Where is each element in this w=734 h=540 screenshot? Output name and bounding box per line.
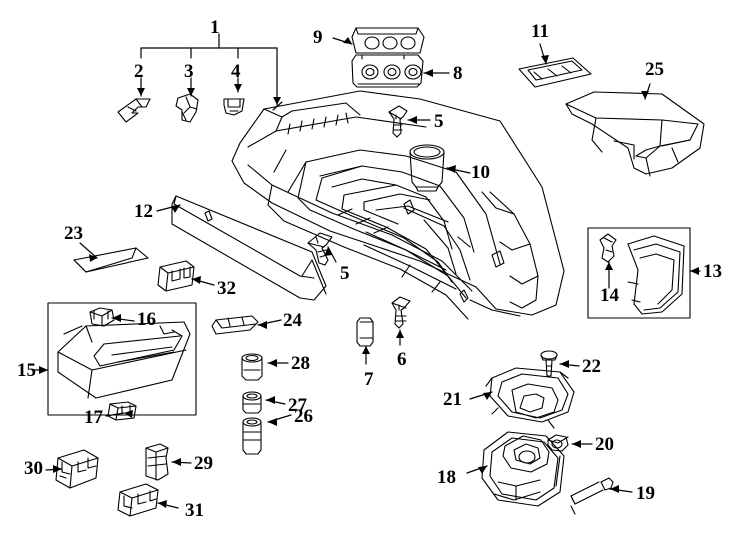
part-19-pin <box>570 477 614 515</box>
part-30-switch-pack <box>55 449 99 489</box>
part-29-connector <box>145 443 169 481</box>
part-32-switch <box>157 260 195 292</box>
callout-20: 20 <box>595 434 614 455</box>
callout-18: 18 <box>437 467 456 488</box>
callout-8: 8 <box>453 63 463 84</box>
part-4-clip <box>223 98 245 116</box>
callout-9: 9 <box>313 27 323 48</box>
callout-4: 4 <box>231 61 241 82</box>
part-1-console-body <box>231 90 565 320</box>
part-5-screw-top <box>388 105 408 138</box>
callout-25: 25 <box>645 59 664 80</box>
part-27-bushing <box>242 391 262 414</box>
callout-3: 3 <box>184 61 194 82</box>
group-box-15 <box>47 302 197 416</box>
part-2-trim-clip <box>117 98 151 123</box>
callout-16: 16 <box>137 309 156 330</box>
part-24-bracket <box>211 315 259 335</box>
callout-1: 1 <box>210 17 220 38</box>
callout-2: 2 <box>134 61 144 82</box>
callout-30: 30 <box>24 458 43 479</box>
part-5-screw-mid <box>307 232 333 266</box>
callout-12: 12 <box>134 201 153 222</box>
part-3-bracket <box>175 93 199 123</box>
callout-24: 24 <box>283 310 302 331</box>
part-23-rubber-mat <box>73 247 149 273</box>
callout-17: 17 <box>84 407 103 428</box>
callout-21: 21 <box>443 389 462 410</box>
part-31-switch <box>117 483 159 517</box>
callout-29: 29 <box>194 453 213 474</box>
callout-19: 19 <box>636 483 655 504</box>
callout-23: 23 <box>64 223 83 244</box>
callout-22: 22 <box>582 356 601 377</box>
part-15-console-tray <box>57 321 191 399</box>
callout-27: 27 <box>288 395 307 416</box>
callout-7: 7 <box>364 369 374 390</box>
part-12-side-panel <box>171 195 327 301</box>
callout-6: 6 <box>397 349 407 370</box>
callout-5-mid: 5 <box>340 263 350 284</box>
callout-14: 14 <box>600 285 619 306</box>
callout-32: 32 <box>217 278 236 299</box>
part-17-switch <box>107 401 137 421</box>
callout-11: 11 <box>531 21 549 42</box>
part-10-cupholder-insert <box>409 144 445 192</box>
callout-10: 10 <box>471 162 490 183</box>
part-28-bushing <box>241 353 263 381</box>
part-14-clip <box>599 233 617 263</box>
part-6-screw <box>391 296 411 329</box>
part-21-bracket <box>485 367 575 429</box>
part-13-rear-panel <box>627 235 685 315</box>
callout-28: 28 <box>291 353 310 374</box>
part-26-long-bushing <box>242 417 262 455</box>
part-18-shifter-housing <box>481 431 565 507</box>
part-16-clip <box>89 307 115 327</box>
part-25-armrest-lid <box>565 91 705 177</box>
group-box-13 <box>587 227 691 319</box>
callout-13: 13 <box>703 261 722 282</box>
part-11-trim-plate <box>518 57 592 88</box>
callout-31: 31 <box>185 500 204 521</box>
callout-5-top: 5 <box>434 111 444 132</box>
part-8-climate-control <box>351 54 424 88</box>
callout-15: 15 <box>17 360 36 381</box>
part-9-switch-panel <box>351 27 425 54</box>
callout-26: 26 <box>294 406 313 427</box>
part-7-plug <box>356 317 374 347</box>
part-22-bolt <box>540 350 558 377</box>
